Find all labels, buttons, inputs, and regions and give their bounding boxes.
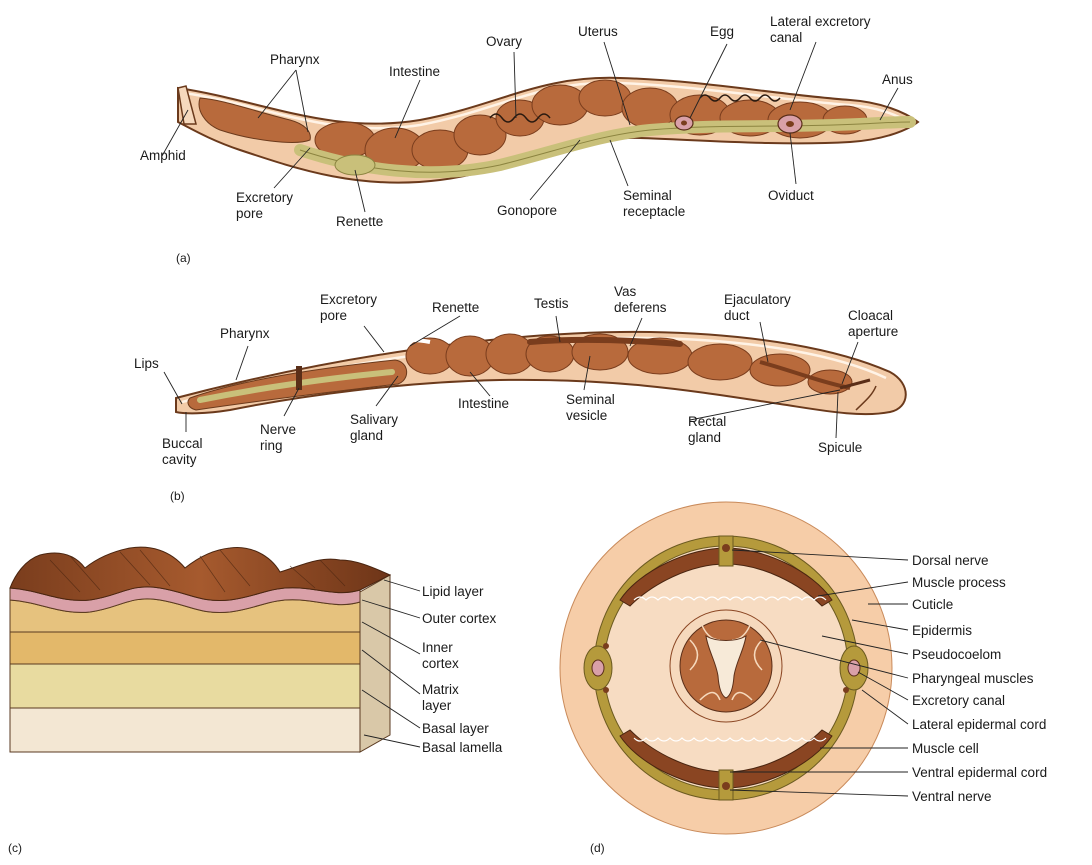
label-a-oviduct: Oviduct xyxy=(768,188,814,203)
label-c-lipid-layer: Lipid layer xyxy=(422,584,484,599)
label-d-ventral-nerve: Ventral nerve xyxy=(912,789,992,804)
panel-c-tag: (c) xyxy=(8,841,22,855)
panel-b-male-worm: Excretory pore Renette Testis Vas defere… xyxy=(134,284,906,503)
layer-matrix xyxy=(10,632,360,664)
label-b-rectal-gland: Rectal xyxy=(688,414,726,429)
panel-a-tag: (a) xyxy=(176,251,191,265)
label-c-matrix-layer-2: layer xyxy=(422,698,452,713)
label-b-vas-deferens-2: deferens xyxy=(614,300,667,315)
label-a-lateral-excretory-canal: Lateral excretory xyxy=(770,14,871,29)
label-b-spicule: Spicule xyxy=(818,440,862,455)
label-d-cuticle: Cuticle xyxy=(912,597,953,612)
label-a-seminal-receptacle-2: receptacle xyxy=(623,204,685,219)
label-d-dorsal-nerve: Dorsal nerve xyxy=(912,553,989,568)
label-b-excretory-pore: Excretory xyxy=(320,292,377,307)
panel-c-cuticle-block: Lipid layer Outer cortex Inner cortex Ma… xyxy=(8,547,503,855)
label-c-basal-lamella: Basal lamella xyxy=(422,740,503,755)
label-b-renette: Renette xyxy=(432,300,479,315)
label-a-amphid: Amphid xyxy=(140,148,186,163)
label-a-intestine: Intestine xyxy=(389,64,440,79)
label-b-excretory-pore-2: pore xyxy=(320,308,347,323)
label-a-anus: Anus xyxy=(882,72,913,87)
label-a-egg: Egg xyxy=(710,24,734,39)
layer-basal-lamella xyxy=(10,708,360,752)
ventral-nerve xyxy=(722,782,730,790)
panel-d-tag: (d) xyxy=(590,841,605,855)
label-c-outer-cortex: Outer cortex xyxy=(422,611,497,626)
panel-b-tag: (b) xyxy=(170,489,185,503)
label-d-ventral-epidermal-cord: Ventral epidermal cord xyxy=(912,765,1047,780)
label-a-seminal-receptacle: Seminal xyxy=(623,188,672,203)
label-b-ejaculatory-duct-2: duct xyxy=(724,308,750,323)
worm-b-nerve-ring xyxy=(296,366,302,390)
dorsal-nerve xyxy=(722,544,730,552)
label-d-excretory-canal: Excretory canal xyxy=(912,693,1005,708)
label-d-epidermis: Epidermis xyxy=(912,623,972,638)
label-b-vas-deferens: Vas xyxy=(614,284,637,299)
label-a-gonopore: Gonopore xyxy=(497,203,557,218)
label-a-ovary: Ovary xyxy=(486,34,522,49)
label-a-lateral-excretory-canal-2: canal xyxy=(770,30,802,45)
label-b-seminal-vesicle: Seminal xyxy=(566,392,615,407)
label-b-rectal-gland-2: gland xyxy=(688,430,721,445)
label-b-nerve-ring-2: ring xyxy=(260,438,283,453)
label-c-inner-cortex-2: cortex xyxy=(422,656,459,671)
label-a-excretory-pore: Excretory xyxy=(236,190,293,205)
label-d-lateral-epidermal-cord: Lateral epidermal cord xyxy=(912,717,1046,732)
label-b-cloacal-aperture-2: aperture xyxy=(848,324,898,339)
label-a-renette: Renette xyxy=(336,214,383,229)
label-d-pseudocoelom: Pseudocoelom xyxy=(912,647,1001,662)
label-c-inner-cortex: Inner xyxy=(422,640,453,655)
label-c-basal-layer: Basal layer xyxy=(422,721,489,736)
label-b-cloacal-aperture: Cloacal xyxy=(848,308,893,323)
label-d-muscle-process: Muscle process xyxy=(912,575,1006,590)
label-c-matrix-layer: Matrix xyxy=(422,682,459,697)
label-a-excretory-pore-2: pore xyxy=(236,206,263,221)
label-b-ejaculatory-duct: Ejaculatory xyxy=(724,292,791,307)
label-b-lips: Lips xyxy=(134,356,159,371)
label-b-buccal-cavity: Buccal xyxy=(162,436,203,451)
panel-a-female-worm: Pharynx Intestine Ovary Uterus Egg Later… xyxy=(140,14,918,265)
layer-basal xyxy=(10,664,360,708)
panel-d-cross-section: Dorsal nerve Muscle process Cuticle Epid… xyxy=(560,502,1047,855)
label-b-intestine: Intestine xyxy=(458,396,509,411)
worm-a-renette xyxy=(335,155,375,175)
label-d-pharyngeal-muscles: Pharyngeal muscles xyxy=(912,671,1034,686)
label-a-pharynx: Pharynx xyxy=(270,52,320,67)
label-b-salivary-gland-2: gland xyxy=(350,428,383,443)
excretory-canal xyxy=(848,660,860,676)
label-d-muscle-cell: Muscle cell xyxy=(912,741,979,756)
label-b-pharynx: Pharynx xyxy=(220,326,270,341)
label-a-uterus: Uterus xyxy=(578,24,618,39)
label-b-buccal-cavity-2: cavity xyxy=(162,452,197,467)
label-b-testis: Testis xyxy=(534,296,569,311)
label-b-nerve-ring: Nerve xyxy=(260,422,296,437)
label-b-salivary-gland: Salivary xyxy=(350,412,398,427)
label-b-seminal-vesicle-2: vesicle xyxy=(566,408,607,423)
